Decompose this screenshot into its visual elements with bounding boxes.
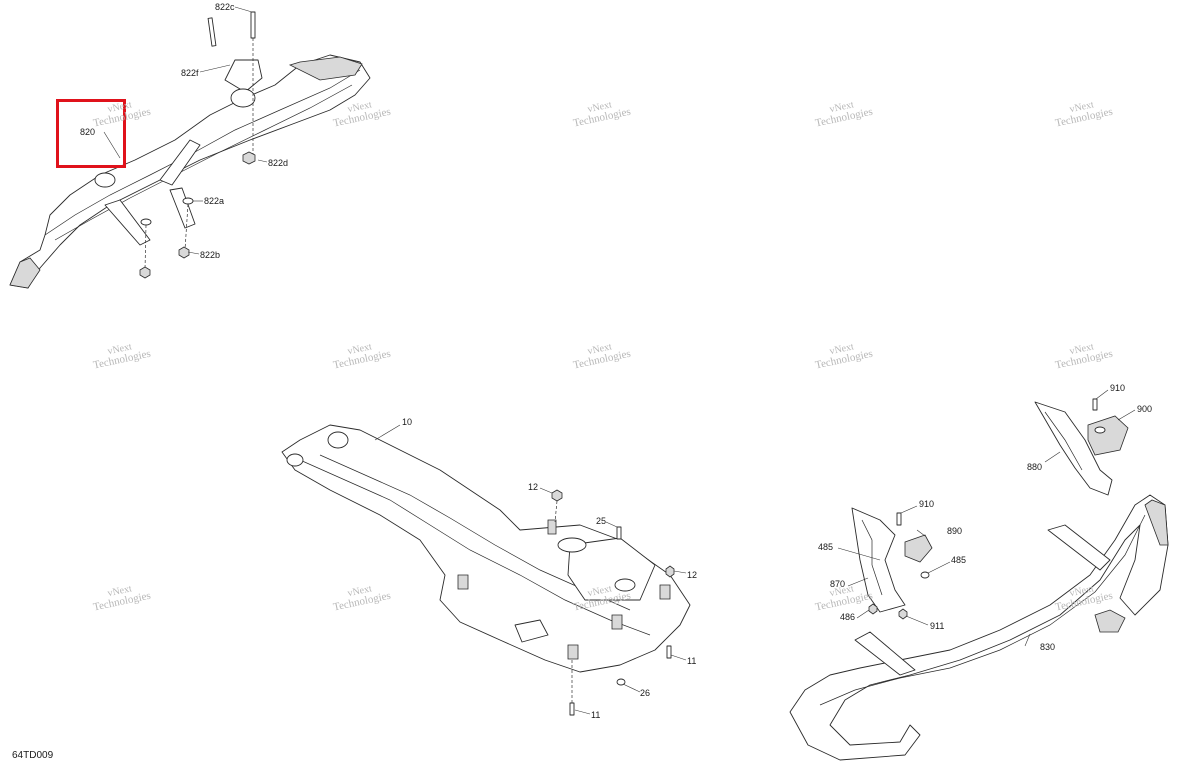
label-910b[interactable]: 910 [1110, 383, 1125, 393]
label-900[interactable]: 900 [1137, 404, 1152, 414]
label-870[interactable]: 870 [830, 579, 845, 589]
label-830[interactable]: 830 [1040, 642, 1055, 652]
label-822f[interactable]: 822f [181, 68, 199, 78]
fastener-25-bolt[interactable] [616, 526, 622, 540]
label-822a[interactable]: 822a [204, 196, 224, 206]
fastener-822b-nut[interactable] [139, 218, 190, 279]
fastener-485-washer[interactable] [920, 571, 930, 579]
label-910a[interactable]: 910 [919, 499, 934, 509]
block-900[interactable] [1087, 415, 1129, 456]
fastener-822c-bolts[interactable] [207, 11, 256, 158]
highlight-box-820 [56, 99, 126, 168]
front-bumper-830[interactable] [789, 494, 1169, 761]
label-880[interactable]: 880 [1027, 462, 1042, 472]
label-485b[interactable]: 485 [951, 555, 966, 565]
fastener-12-nut[interactable] [551, 489, 675, 578]
label-911[interactable]: 911 [930, 621, 944, 631]
label-11b[interactable]: 11 [591, 710, 600, 720]
bracket-880[interactable] [1034, 401, 1113, 496]
bracket-870[interactable] [851, 507, 906, 613]
fastener-822d-nut[interactable] [242, 151, 256, 165]
fastener-486-nut[interactable] [868, 603, 908, 620]
block-890[interactable] [904, 534, 933, 563]
fastener-26-washer[interactable] [616, 678, 626, 686]
label-25[interactable]: 25 [596, 516, 606, 526]
label-12b[interactable]: 12 [687, 570, 697, 580]
fastener-11-bolt[interactable] [569, 645, 672, 716]
label-822d[interactable]: 822d [268, 158, 288, 168]
label-822b[interactable]: 822b [200, 250, 220, 260]
label-890[interactable]: 890 [947, 526, 962, 536]
label-26[interactable]: 26 [640, 688, 650, 698]
label-822c[interactable]: 822c [215, 2, 235, 12]
rear-bumper-820[interactable] [9, 54, 371, 289]
label-11a[interactable]: 11 [687, 656, 696, 666]
label-10[interactable]: 10 [402, 417, 412, 427]
skid-plate-10[interactable] [281, 424, 691, 673]
label-486[interactable]: 486 [840, 612, 855, 622]
fastener-910-bolt[interactable] [896, 398, 1098, 526]
label-485a[interactable]: 485 [818, 542, 833, 552]
diagram-code: 64TD009 [12, 750, 54, 761]
label-820[interactable]: 820 [80, 127, 95, 137]
label-12a[interactable]: 12 [528, 482, 538, 492]
